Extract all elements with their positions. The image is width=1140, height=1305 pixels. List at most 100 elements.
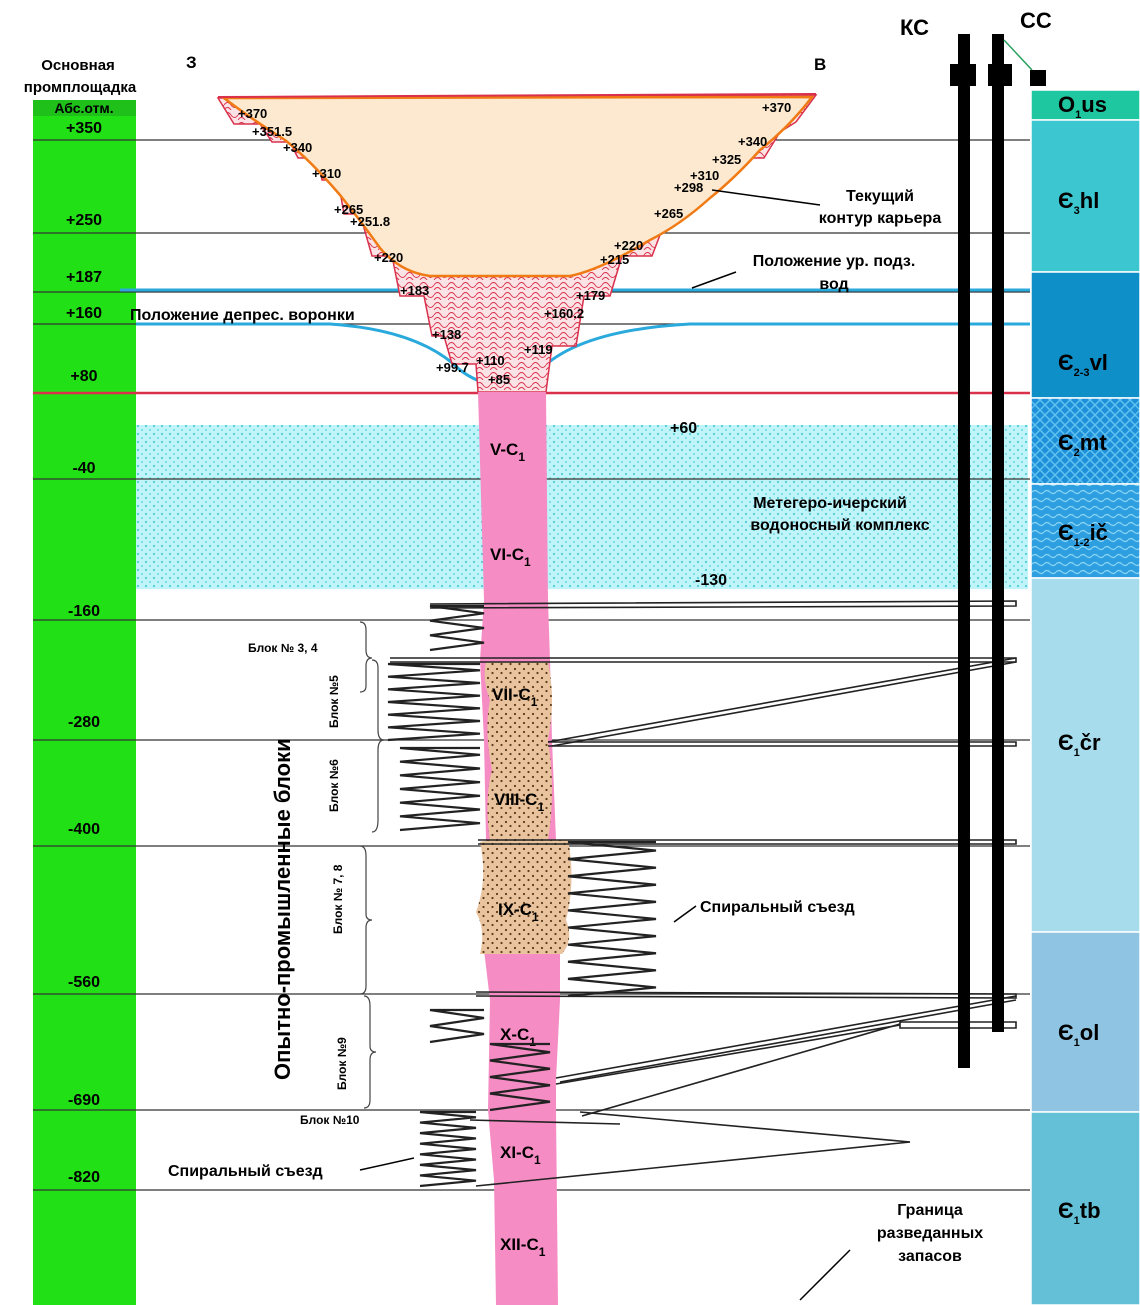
groundwater-pointer	[691, 271, 737, 289]
elevation-label: -820	[68, 1169, 100, 1186]
scale-label-box	[33, 100, 136, 116]
site-title-line2: промплощадка	[24, 79, 137, 96]
aquifer-top-mark: +60	[670, 420, 697, 437]
block-9-label: Блок №9	[335, 1037, 349, 1090]
pit-elevation-mark: +370	[762, 100, 791, 115]
ore-dotted-section	[476, 662, 572, 954]
elevation-label: -560	[68, 974, 100, 991]
experimental-blocks-label: Опытно-промышленные блоки	[270, 738, 295, 1080]
elevation-label: -690	[68, 1092, 100, 1109]
aquifer-label-1: Метегеро-ичерский	[753, 495, 907, 512]
elevation-label: +80	[70, 368, 97, 385]
spiral-ramp	[489, 1042, 551, 1112]
pit-elevation-mark: +310	[690, 168, 719, 183]
aquifer-band	[136, 425, 1028, 589]
pit-elevation-mark: +220	[374, 250, 403, 265]
pit-elevation-mark: +220	[614, 238, 643, 253]
west-label: З	[186, 53, 197, 72]
ks-shaft	[950, 34, 976, 1068]
elevation-labels: +350+250+187+160+80-40-160-280-400-560-6…	[66, 120, 102, 1186]
east-label: В	[814, 55, 826, 74]
stratum-layer	[1030, 577, 1140, 933]
groundwater-label-2: вод	[819, 276, 848, 293]
stratum-layer	[1030, 397, 1140, 485]
elevation-label: -40	[72, 460, 95, 477]
pit-current-contour	[220, 95, 815, 278]
spiral-ramps	[387, 604, 657, 1188]
block-7-8-label: Блок № 7, 8	[331, 864, 345, 934]
stratum-label: Є1čr	[1058, 730, 1101, 759]
elevation-label: +250	[66, 212, 102, 229]
pit-elevation-mark: +183	[400, 283, 429, 298]
depression-cone-line	[136, 322, 1030, 387]
pit-elevation-mark: +370	[238, 106, 267, 121]
pit-elevation-mark: +265	[654, 206, 683, 221]
pit-elevation-mark: +160.2	[544, 306, 584, 321]
spiral-label-left: Спиральный съезд	[168, 1163, 323, 1180]
spiral-ramp	[429, 604, 485, 652]
block-5-label: Блок №5	[327, 675, 341, 728]
elevation-label: -280	[68, 714, 100, 731]
pit-elevation-mark: +351.5	[252, 124, 292, 139]
pit-elevation-mark: +325	[712, 152, 741, 167]
spiral-label-right: Спиральный съезд	[700, 899, 855, 916]
stratum-layer	[1030, 119, 1140, 273]
block-6-label: Блок №6	[327, 759, 341, 812]
pit-elevation-mark: +340	[738, 134, 767, 149]
boundary-label-3: запасов	[898, 1248, 962, 1265]
spiral-ramp	[567, 840, 657, 998]
groundwater-label-1: Положение ур. подз.	[753, 253, 916, 270]
current-pit-label-1: Текущий	[846, 188, 914, 205]
pit-elevation-mark: +119	[524, 342, 553, 357]
stratum-label: Є1tb	[1058, 1198, 1101, 1227]
spiral-ramp	[399, 746, 481, 832]
site-title-line1: Основная	[41, 57, 115, 74]
scale-label: Абс.отм.	[54, 100, 113, 116]
pit-elevation-mark: +138	[432, 327, 461, 342]
stratum-layer	[1030, 271, 1140, 399]
boundary-label-2: разведанных	[877, 1225, 983, 1242]
spiral-ramp	[419, 1110, 477, 1188]
pit-elevation-mark: +179	[576, 288, 605, 303]
stratum-layer	[1030, 1111, 1140, 1305]
pit-elevation-mark: +85	[488, 372, 510, 387]
pit-elevation-mark: +110	[476, 353, 505, 368]
spiral-ramp	[429, 1008, 485, 1044]
elevation-scale-bar	[33, 100, 136, 1305]
spiral-ramp	[387, 662, 481, 742]
ks-label: КС	[900, 15, 929, 40]
aquifer-label-2: водоносный комплекс	[750, 517, 929, 534]
stratum-label: Є2mt	[1058, 430, 1107, 459]
pit-elevation-mark: +298	[674, 180, 703, 195]
boundary-label-1: Граница	[897, 1202, 963, 1219]
pit-elevation-marks: +370+351.5+340+310+265+251.8+220+183+138…	[238, 100, 791, 387]
pit-elevation-mark: +99.7	[436, 360, 469, 375]
pit-elevation-mark: +310	[312, 166, 341, 181]
block-3-4-label: Блок № 3, 4	[248, 641, 318, 655]
ss-label: СС	[1020, 8, 1052, 33]
stratum-label: O1us	[1058, 92, 1107, 121]
current-pit-label-2: контур карьера	[819, 210, 942, 227]
stratum-layer	[1030, 483, 1140, 579]
pit-elevation-mark: +340	[283, 140, 312, 155]
current-pit-pointer	[711, 189, 821, 206]
boundary-pointer	[799, 1249, 851, 1301]
ss-shaft	[988, 34, 1046, 1032]
elevation-label: +187	[66, 269, 102, 286]
elevation-label: +160	[66, 305, 102, 322]
pit-elevation-mark: +265	[334, 202, 363, 217]
inclined-drives	[390, 600, 1017, 1187]
pit-top-red-line	[217, 93, 817, 98]
spiral-pointer-left	[359, 1157, 415, 1171]
stratum-layer	[1030, 89, 1140, 121]
pit-elevation-mark: +251.8	[350, 214, 390, 229]
elevation-label: -160	[68, 603, 100, 620]
block-braces	[359, 621, 385, 1109]
elevation-label: -400	[68, 821, 100, 838]
aquifer-bottom-mark: -130	[695, 572, 727, 589]
block-10-label: Блок №10	[300, 1113, 360, 1127]
pit-elevation-mark: +215	[600, 252, 629, 267]
spiral-pointer-right	[673, 905, 697, 923]
